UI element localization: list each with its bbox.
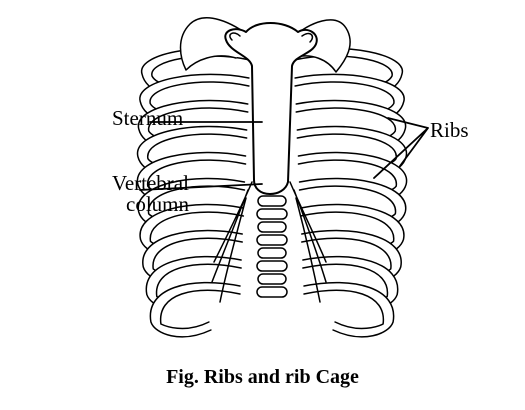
vertebral-column-label-line2: column [126,192,189,216]
left-clavicle-notch [229,32,241,41]
ribs-label: Ribs [430,118,469,142]
sternum-label: Sternum [112,106,184,130]
right-ribs [293,47,408,338]
vertebral-column [256,195,288,298]
left-ribs [136,47,251,338]
right-clavicle-notch [301,32,314,43]
vertebral-leader-line [139,183,263,191]
right-rib [303,281,395,338]
vertebra [256,234,288,246]
vertebra [257,247,287,259]
right-costal-cartilage [289,181,327,303]
vertebra [257,273,287,285]
vertebra [256,208,288,220]
left-costal-cartilage [211,181,253,303]
vertebral-column-label-line1: Vertebral [112,171,189,195]
figure-caption: Fig. Ribs and rib Cage [166,366,359,388]
left-rib [149,281,241,338]
vertebra [257,195,287,207]
ribs-leader-lines [373,117,429,179]
sternum-shape [224,22,318,195]
vertebra [256,260,288,272]
vertebra [257,221,287,233]
vertebra [256,286,288,298]
